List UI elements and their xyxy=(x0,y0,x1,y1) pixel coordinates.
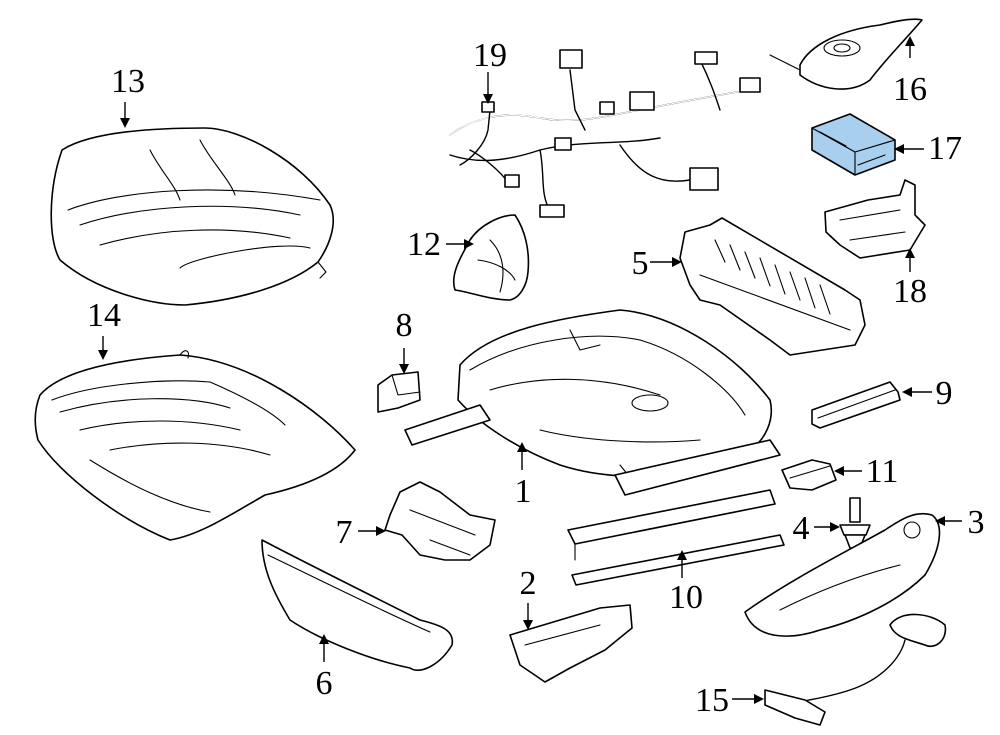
callout-7: 7 xyxy=(336,514,353,551)
callout-14: 14 xyxy=(87,297,121,334)
callout-12: 12 xyxy=(407,226,441,263)
leader-lines xyxy=(98,36,962,704)
part-12-trim-panel[interactable] xyxy=(452,214,530,301)
part-1-seat-frame[interactable] xyxy=(404,309,781,496)
part-18-bracket[interactable] xyxy=(824,179,926,259)
part-3-side-trim[interactable] xyxy=(744,512,941,637)
part-16-cover[interactable] xyxy=(769,18,923,90)
callout-5: 5 xyxy=(632,245,649,282)
callout-2: 2 xyxy=(520,565,537,602)
part-4-bolt[interactable] xyxy=(839,497,871,549)
part-13-seat-back-cover[interactable] xyxy=(50,127,334,306)
part-19-wire-harness[interactable] xyxy=(449,49,761,218)
part-8-clip[interactable] xyxy=(377,371,421,413)
part-17-control-module[interactable] xyxy=(811,113,896,176)
part-2-bracket[interactable] xyxy=(509,604,633,683)
callout-11: 11 xyxy=(866,453,899,490)
callout-4: 4 xyxy=(793,510,810,547)
callout-15: 15 xyxy=(695,682,729,719)
part-6-side-shield[interactable] xyxy=(261,539,454,671)
callout-10: 10 xyxy=(669,579,703,616)
callout-labels: 13 14 19 16 17 18 12 5 8 9 1 11 4 3 7 10… xyxy=(87,37,985,719)
callout-8: 8 xyxy=(396,307,413,344)
callout-13: 13 xyxy=(111,63,145,100)
callout-19: 19 xyxy=(473,37,507,74)
part-9-rail-cover[interactable] xyxy=(811,381,901,429)
callout-3: 3 xyxy=(968,504,985,541)
callout-6: 6 xyxy=(316,665,333,702)
callout-1: 1 xyxy=(515,473,532,510)
part-14-seat-cushion-cover[interactable] xyxy=(34,350,356,541)
part-5-seat-back-panel[interactable] xyxy=(679,217,866,356)
callout-9: 9 xyxy=(936,375,953,412)
part-7-bracket[interactable] xyxy=(384,481,496,561)
callout-18: 18 xyxy=(893,273,927,310)
part-11-cap[interactable] xyxy=(781,459,837,491)
part-10-seat-track[interactable] xyxy=(567,489,785,586)
callout-16: 16 xyxy=(893,71,927,108)
callout-17: 17 xyxy=(928,130,962,167)
part-15-handle[interactable] xyxy=(764,613,947,726)
